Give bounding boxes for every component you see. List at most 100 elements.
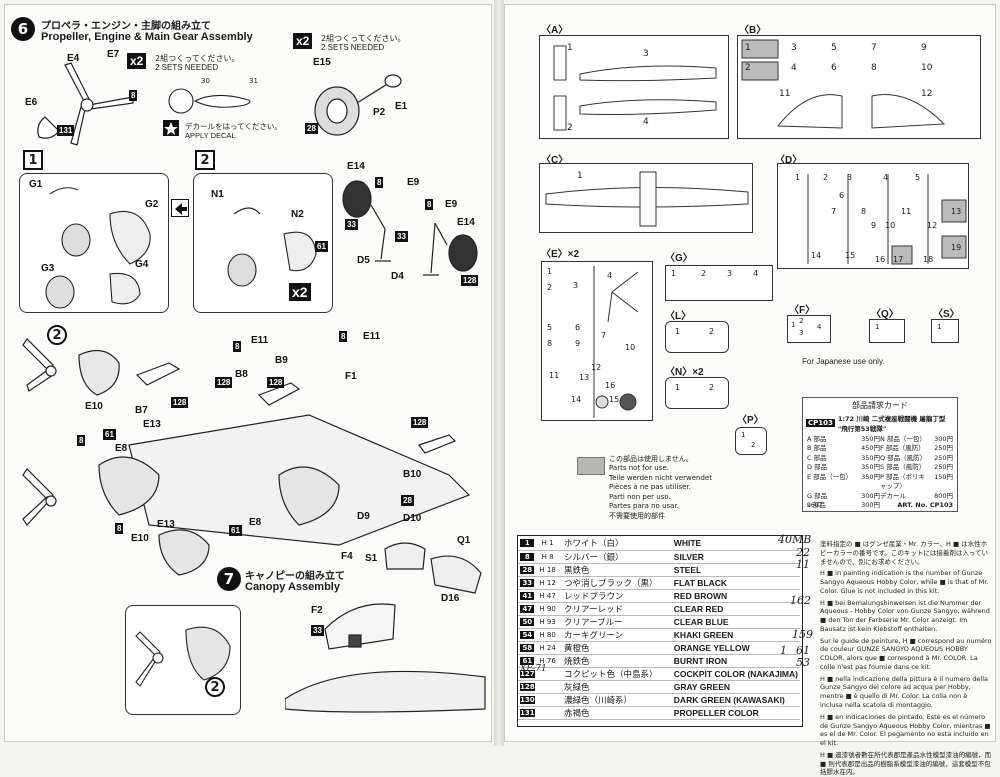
part-b9: B9 (275, 355, 288, 366)
color-name-en: PROPELLER COLOR (671, 706, 800, 720)
sprue-b-8: 8 (871, 63, 877, 73)
part-b7: B7 (135, 405, 148, 416)
sets-needed-jp-2: 2組つくってください。 (321, 34, 406, 43)
not-for-use-swatch (577, 457, 605, 475)
sprue-e-2: 2 (547, 283, 553, 292)
part-n1: N1 (211, 189, 224, 200)
decal-31: 31 (249, 77, 258, 85)
hobby-color-number: H 90 (539, 604, 556, 613)
mr-color-number: 61 (520, 656, 535, 665)
sprue-g-1: 1 (671, 269, 677, 278)
sprue-d-2: 2 (823, 173, 829, 182)
decal-jp: デカールをはってください。 (185, 122, 282, 131)
part-e4: E4 (67, 53, 80, 64)
sprue-d-9: 9 (871, 221, 877, 230)
sprue-q (869, 319, 905, 343)
sprue-b-3: 3 (791, 43, 797, 53)
color-name-en: FLAT BLACK (671, 576, 800, 590)
order-card-cell: E 部品（一包） (807, 472, 853, 481)
mr-color-number: 47 (520, 604, 535, 613)
sprue-a-3: 3 (643, 49, 649, 59)
mr-color-number: 33 (520, 578, 535, 587)
order-card-cell: F 部品（風防） (880, 444, 925, 453)
order-card-cell: 300円 (861, 500, 880, 509)
sprue-c (539, 163, 753, 233)
color-name-en: COCKPIT COLOR (NAKAJIMA) (671, 667, 800, 681)
sprue-e-1: 1 (547, 267, 553, 276)
step-6-title-en: Propeller, Engine & Main Gear Assembly (41, 31, 253, 43)
sprue-b-9: 9 (921, 43, 927, 53)
color-name-jp: 濃緑色（川崎系） (562, 693, 672, 707)
sprue-e-9: 9 (575, 339, 581, 348)
mr-color-number: 130 (520, 695, 535, 704)
part-e7: E7 (107, 49, 120, 60)
sprue-l-label: 〈L〉 (665, 311, 692, 322)
part-g1: G1 (29, 179, 43, 190)
order-card-cell: 350円 (861, 463, 880, 472)
order-card-title: 部品請求カード (852, 401, 908, 410)
sets-needed-jp: 2組つくってください。 (155, 54, 240, 63)
handwritten-11: 11 (796, 558, 810, 571)
hobby-color-number: H 1 (541, 539, 554, 548)
sprue-g-label: 〈G〉 (665, 253, 693, 264)
order-card-cell: N 部品（一包） (880, 435, 926, 443)
handwritten-162: 162 (790, 594, 811, 607)
propeller-diagram (37, 62, 134, 146)
color-name-jp: 焼鉄色 (562, 654, 672, 668)
sprue-f (787, 315, 831, 343)
main-wheel-diagram (314, 74, 402, 136)
handwritten-1: 1 (780, 644, 787, 657)
sprue-d-18: 18 (923, 255, 934, 264)
hobby-color-number: H 76 (539, 656, 556, 665)
sprue-b-10: 10 (921, 63, 933, 73)
paint-notes: 塗料指定の ■ はグンゼ産業・Mr. カラー、H ■ は水性ホビーカラーの番号で… (820, 540, 992, 777)
sprue-f-1: 1 (791, 321, 796, 329)
sprue-e-11: 11 (549, 371, 560, 380)
paint-61-tag-e8b: 61 (229, 525, 242, 536)
sprue-s-1: 1 (937, 323, 942, 331)
part-n2: N2 (291, 209, 304, 220)
mr-color-number: 8 (520, 552, 535, 561)
paint-131-tag: 131 (57, 125, 75, 136)
part-e14-b: E14 (457, 217, 475, 228)
paint-33-tag-gear-b: 33 (395, 231, 408, 242)
sprue-b-2: 2 (745, 63, 751, 73)
handwritten-xf71: XF-71 (520, 664, 547, 674)
sprue-a-1: 1 (567, 43, 573, 53)
sprue-n-label: 〈N〉×2 (665, 367, 704, 378)
next-arrow-icon (171, 199, 189, 217)
order-card-footer-code: 9607 (807, 502, 823, 509)
part-f4: F4 (341, 551, 353, 562)
color-name-jp: シルバー（銀） (562, 550, 672, 564)
sprue-e-13: 13 (579, 373, 590, 382)
color-name-en: KHAKI GREEN (671, 628, 800, 642)
sprue-e-15: 15 (609, 395, 620, 404)
sprue-g (665, 265, 773, 301)
color-name-jp: クリアーレッド (562, 602, 672, 616)
mr-color-number: 1 (520, 539, 535, 548)
sprue-d-11: 11 (901, 207, 912, 216)
order-card-cell: C 部品 (807, 453, 827, 462)
sprue-d-7: 7 (831, 207, 837, 216)
sprue-d-1: 1 (795, 173, 801, 182)
part-e13-b: E13 (157, 519, 175, 530)
part-e10-a: E10 (85, 401, 103, 412)
order-card-cell: 300円 (934, 435, 953, 443)
sets-needed-badge-2: x2 (293, 33, 313, 49)
sprue-d-12: 12 (927, 221, 938, 230)
sprue-d-label: 〈D〉 (775, 155, 803, 166)
color-name-en: DARK GREEN (KAWASAKI) (671, 693, 800, 707)
sprue-f-label: 〈F〉 (789, 305, 816, 316)
sprue-n (665, 377, 729, 409)
sprue-d-19: 19 (951, 243, 962, 252)
order-card-cell: 150円 (934, 472, 953, 481)
part-e8-a: E8 (115, 443, 128, 454)
decal-star-icon (163, 120, 179, 136)
